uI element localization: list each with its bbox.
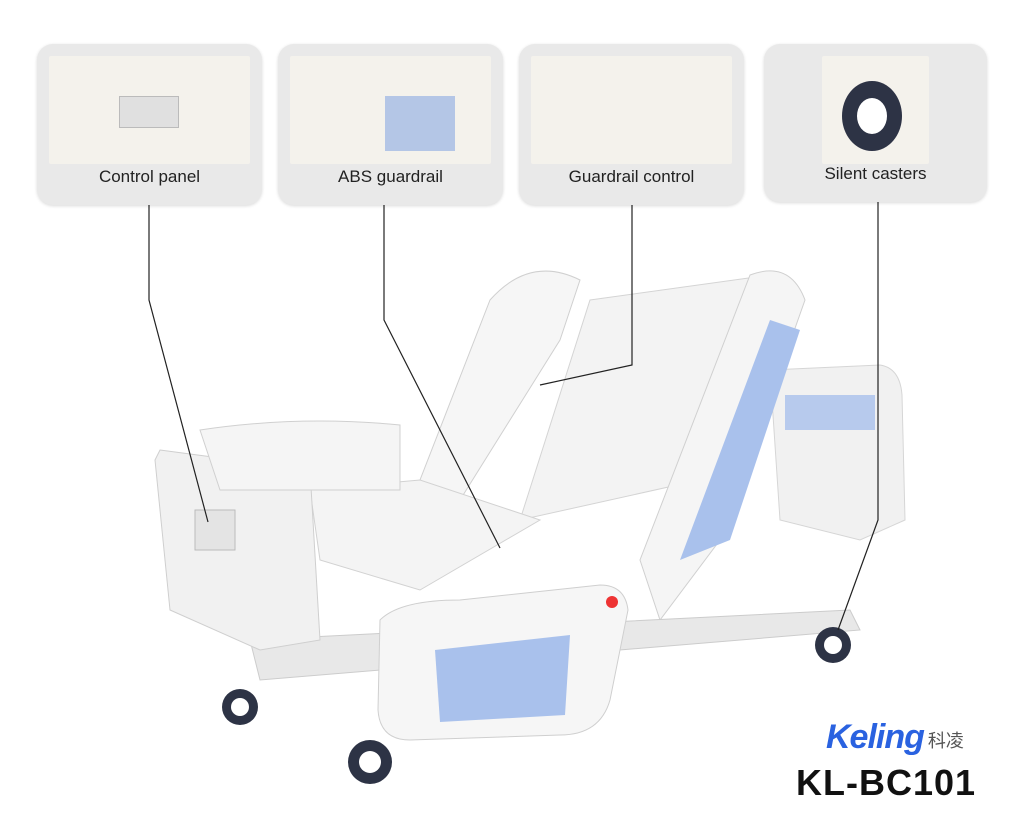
- callout-label: Silent casters: [824, 164, 927, 183]
- callout-label: Control panel: [98, 167, 201, 186]
- leader-line-guardrail-control: [539, 205, 633, 386]
- callout-silent-casters: Silent casters: [764, 44, 987, 202]
- callout-abs-guardrail: ABS guardrail: [278, 44, 503, 205]
- leader-line-silent-casters: [837, 202, 879, 631]
- brand-name: Keling: [826, 718, 925, 756]
- leader-line-abs-guardrail: [383, 205, 501, 549]
- abs-guardrail-photo: [290, 56, 491, 164]
- brand-logo: Keling 科凌: [826, 718, 964, 757]
- caster-photo: [822, 56, 929, 164]
- model-number: KL-BC101: [796, 762, 977, 803]
- guardrail-control-photo: [531, 56, 732, 164]
- control-panel-photo: [49, 56, 250, 164]
- leader-line-control-panel: [148, 205, 209, 523]
- callout-label: Guardrail control: [568, 167, 695, 186]
- brand-name-cn: 科凌: [927, 731, 964, 751]
- callout-control-panel: Control panel: [37, 44, 262, 205]
- callout-label: ABS guardrail: [338, 167, 443, 186]
- callout-guardrail-control: Guardrail control: [519, 44, 744, 205]
